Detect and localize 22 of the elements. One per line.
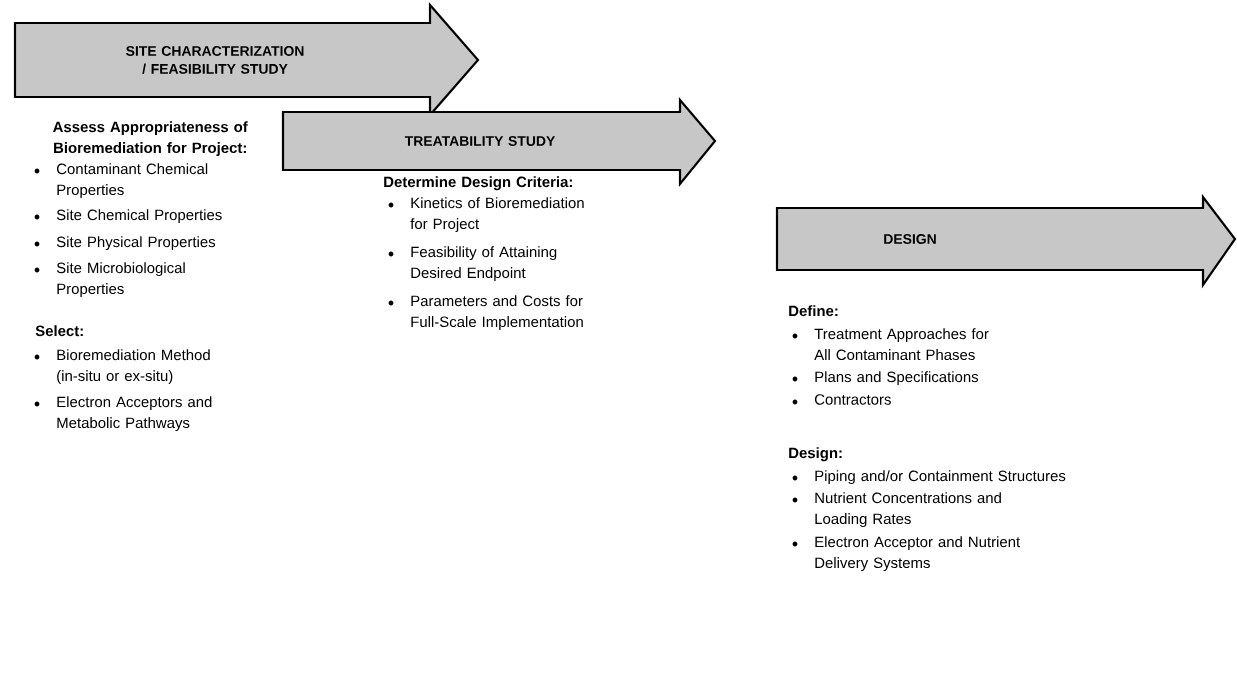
arrow-banner: SITE CHARACTERIZATION / FEASIBILITY STUDY [13, 2, 480, 118]
bullet-item: Nutrient Concentrations and Loading Rates [792, 492, 1001, 528]
bullet-item: Site Microbiological Properties [34, 262, 185, 298]
bullet-item: Bioremediation Method (in-situ or ex-situ) [34, 349, 210, 385]
bullet-item: Plans and Specifications [792, 371, 979, 386]
bullet-item: Feasibility of Attaining Desired Endpoint [388, 246, 557, 282]
bullet-item: Piping and/or Containment Structures [792, 470, 1066, 485]
bullet-item: Treatment Approaches for All Contaminant Phases [792, 328, 989, 361]
bullet-item: Electron Acceptor and Nutrient Delivery Systems [792, 536, 1021, 572]
bullet-item: Parameters and Costs for Full-Scale Implementation [388, 295, 583, 331]
section-heading: Design: [789, 447, 842, 462]
section-heading: Assess Appropriateness of Bioremediation for Project: [53, 121, 248, 157]
bullet-item: Contractors [792, 394, 891, 405]
bullet-item: Contaminant Chemical Properties [34, 163, 208, 199]
bullet-item: Electron Acceptors and Metabolic Pathways [34, 396, 212, 432]
section-heading: Determine Design Criteria: [384, 176, 572, 191]
section-heading: Select: [35, 325, 83, 337]
arrow-banner: DESIGN [775, 193, 1237, 289]
section-heading: Define: [789, 305, 838, 317]
bullet-item: Site Physical Properties [34, 236, 216, 251]
bullet-item: Kinetics of Bioremediation for Project [388, 197, 584, 233]
bullet-item: Site Chemical Properties [34, 209, 222, 224]
